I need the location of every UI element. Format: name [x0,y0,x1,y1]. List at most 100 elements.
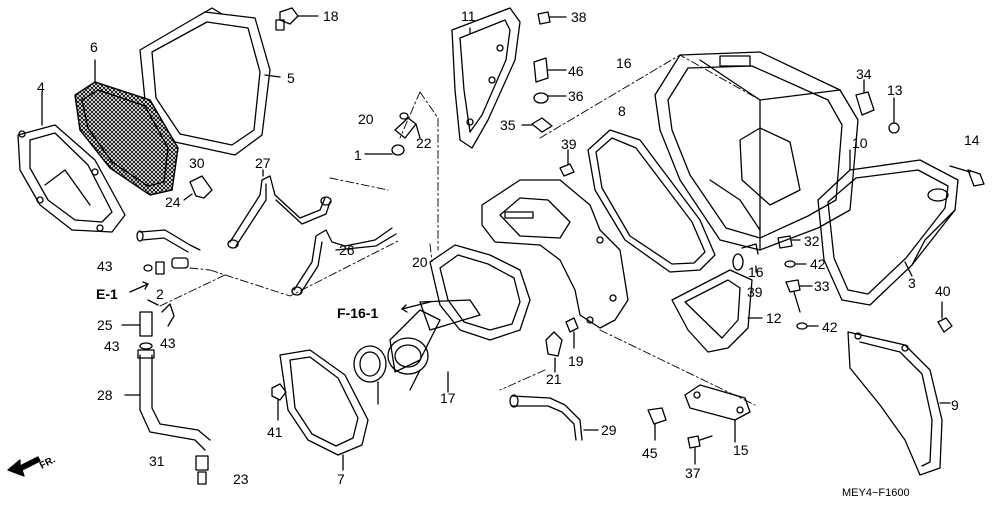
part-19-clip [565,317,579,349]
label-10: 10 [852,135,868,151]
part-6-filter [74,59,179,196]
label-36: 36 [568,88,584,104]
label-11: 11 [461,8,476,24]
part-16-joint [732,243,759,273]
label-42-top: 42 [810,256,826,272]
label-9: 9 [951,397,959,413]
part-28-drain-tube [124,349,211,485]
label-2: 2 [156,286,164,302]
ref-f16-1: F-16-1 [337,305,379,321]
part-24-clamp [183,175,213,201]
part-7-gasket [279,349,369,471]
part-14-bolt [949,165,985,187]
part-35-nut [521,117,553,133]
label-46: 46 [568,63,584,79]
label-31: 31 [149,453,165,469]
label-34: 34 [856,66,872,82]
part-29-hose [509,394,599,441]
part-37-bolt [687,435,713,465]
part-stay-bracket [481,179,629,329]
ref-e1: E-1 [96,286,118,302]
front-direction-arrow [7,456,41,477]
label-42-bottom: 42 [822,319,838,335]
part-3-side-cover [817,149,959,306]
label-20-mid: 20 [412,254,428,270]
label-43-top: 43 [97,258,113,274]
label-24: 24 [165,194,181,210]
part-46-bolt [533,57,567,83]
label-13: 13 [887,82,903,98]
part-33-bolt [785,279,813,313]
guide-lines [159,54,761,406]
label-35: 35 [500,117,516,133]
label-18: 18 [323,8,339,24]
label-37: 37 [685,465,701,481]
label-39-mid: 39 [747,284,763,300]
part-12-guard [671,269,763,353]
part-27-hose [227,169,332,249]
label-30: 30 [189,155,205,171]
part-8-gasket [587,129,716,273]
part-16-air-box [654,51,859,251]
part-34-rubber [855,79,875,116]
label-26: 26 [339,242,355,258]
label-33: 33 [814,278,830,294]
part-32-bolt [777,235,801,249]
label-21: 21 [546,371,562,387]
label-38: 38 [571,9,587,25]
part-38-bolt [537,11,567,25]
label-14: 14 [964,132,980,148]
label-3: 3 [908,275,916,291]
label-39-top: 39 [561,136,577,152]
label-17: 17 [440,390,456,406]
label-41: 41 [267,424,283,440]
part-18-bolt [275,7,319,31]
part-41-bolt [271,383,287,421]
part-21-cap [545,331,563,373]
part-39-bolt-top [559,149,575,177]
part-26-hose [291,227,397,296]
label-25: 25 [97,317,113,333]
label-28: 28 [97,387,113,403]
label-43-right: 43 [160,335,176,351]
part-43-clip-left [136,229,201,275]
part-9-mudguard [847,331,951,476]
label-22: 22 [416,135,432,151]
part-11-cover [451,7,521,149]
label-43-mid: 43 [104,338,120,354]
label-45: 45 [642,445,658,461]
label-20-top: 20 [358,111,374,127]
label-16-top: 16 [616,55,632,71]
part-17-boot [387,244,531,393]
ref-arrows [129,281,431,313]
label-5: 5 [287,70,295,86]
part-40-bolt [937,301,953,333]
part-44-band [353,345,387,405]
part-25-fitting [121,303,175,350]
part-42-grommet-b [796,322,819,330]
label-27: 27 [255,155,271,171]
part-36-grommet [533,92,567,104]
label-7: 7 [337,471,345,487]
diagram-code: MEY4−F1600 [842,487,910,499]
part-42-grommet-a [784,260,807,268]
label-15: 15 [733,442,749,458]
part-15-bracket [684,384,751,443]
label-23: 23 [233,471,249,487]
label-29: 29 [601,422,617,438]
label-8: 8 [618,103,626,119]
part-13-nut [888,97,900,134]
label-1: 1 [354,147,362,163]
label-4: 4 [37,79,45,95]
label-6: 6 [90,39,98,55]
label-40: 40 [935,283,951,299]
label-12: 12 [766,310,782,326]
part-22-fitting [364,112,421,156]
label-19: 19 [568,353,584,369]
part-45-bolt [647,407,667,441]
part-4-holder [17,91,126,233]
label-16-mid: 16 [748,264,764,280]
label-32: 32 [804,233,820,249]
